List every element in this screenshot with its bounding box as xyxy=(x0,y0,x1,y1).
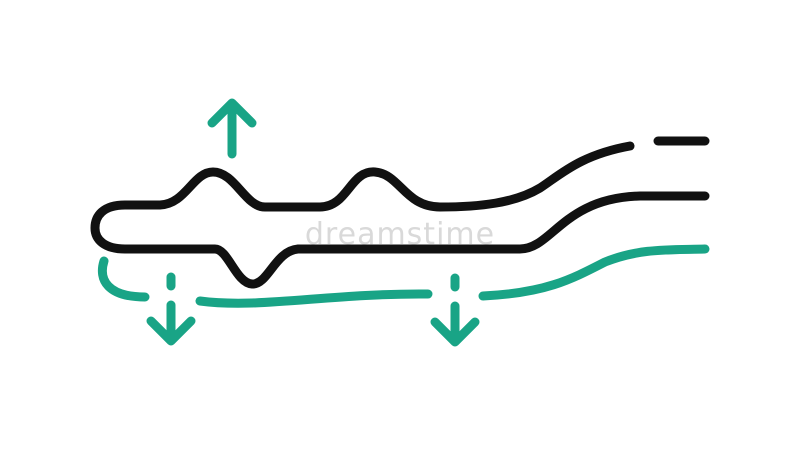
accent-group xyxy=(97,98,710,347)
arrow-down-icon xyxy=(146,316,196,346)
lower-wave-middle-segment xyxy=(195,289,433,308)
lower-wave-right-segment xyxy=(478,244,710,301)
outline-group xyxy=(90,136,710,289)
arrow-up-icon xyxy=(207,98,257,128)
arrow-down-icon xyxy=(430,317,480,347)
lower-wave-left-segment xyxy=(97,256,150,302)
upper-wavy-line xyxy=(90,141,710,289)
